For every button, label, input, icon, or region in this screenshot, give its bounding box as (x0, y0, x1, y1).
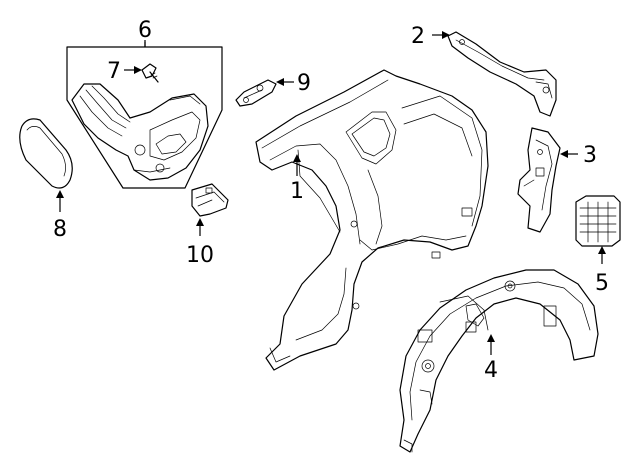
part-8-fuel-door (19, 118, 73, 189)
callout-2: 2 (411, 24, 425, 49)
part-4-wheelhouse-liner (399, 269, 599, 453)
callout-5: 5 (595, 271, 609, 296)
callout-4: 4 (484, 358, 498, 383)
leader-lines (56, 31, 606, 355)
part-9-retainer (235, 79, 277, 107)
part-3-bracket (517, 127, 561, 233)
part-2-bracket (447, 31, 557, 117)
part-10-bracket (191, 183, 229, 217)
callout-3: 3 (583, 143, 597, 168)
callout-6: 6 (138, 18, 152, 43)
callout-9: 9 (297, 71, 311, 96)
callout-10: 10 (186, 243, 214, 268)
part-7-screw (141, 63, 159, 83)
callout-7: 7 (107, 59, 121, 84)
part-5-vent-grille (575, 195, 621, 247)
callout-numbers: 1 2 3 4 5 6 7 8 9 10 (53, 18, 609, 383)
callout-1: 1 (290, 179, 304, 204)
part-6-fuel-door-housing-group (66, 41, 223, 189)
fuel-door-housing (71, 83, 209, 181)
part-1-quarter-panel (255, 69, 489, 371)
callout-8: 8 (53, 217, 67, 242)
